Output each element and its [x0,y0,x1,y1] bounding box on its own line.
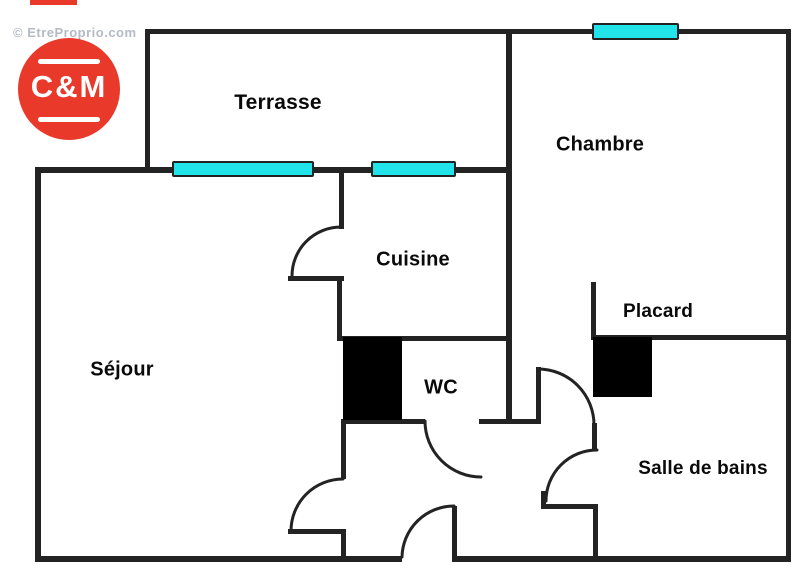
wall-entry-stub [452,506,457,558]
wall-sejour-inner-h [288,529,346,534]
chambre-window [592,23,679,40]
wall-bath-bottom [541,504,598,509]
wall-bottom-outer-right [452,556,791,562]
wall-chambre-left [506,29,512,422]
cuisine-door-arc [290,225,343,278]
wall-terrace-bottom-right [453,167,511,173]
wall-top-outer [145,29,791,34]
wall-sejour-inner-v [341,529,346,558]
wall-terrace-bottom-mid [311,167,374,173]
watermark-text: © EtreProprio.com [13,25,137,40]
logo-text: C&M [30,69,108,104]
wall-placard-stub [591,282,596,338]
wall-bath-stub-upper [536,367,541,421]
wall-wc-top [341,336,512,341]
room-label-cuisine: Cuisine [376,248,450,271]
wall-wc-left [337,279,342,341]
agency-logo: C&M [18,38,120,140]
wall-left-outer [35,167,41,562]
room-label-chambre: Chambre [555,133,645,156]
logo-line-bottom [38,117,100,122]
wc-door-arc [423,419,483,479]
room-label-salle-de-bains: Salle de bains [638,458,768,479]
wall-bottom-outer-left [35,556,402,562]
wall-right-outer [786,29,791,562]
room-label-sejour: Séjour [90,358,154,381]
wall-sejour-divider-lower [341,421,346,479]
wall-wc-bottom [341,419,425,424]
placard-duct-block [593,337,652,397]
terrace-window-2 [371,161,456,177]
terrace-window-1 [172,161,314,177]
top-red-bar [30,0,77,5]
bath-door-arc-lower [544,448,599,503]
wall-bath-stub-small [541,491,546,507]
sejour-door-arc [289,477,345,533]
wall-bath-right-lower [593,504,598,558]
wall-bath-right-upper [592,423,597,450]
wall-placard-bottom [591,335,789,340]
entry-door-arc [400,504,456,559]
bath-door-arc-upper [536,367,596,427]
wall-sejour-top [35,167,175,173]
wc-duct-block [343,337,402,420]
room-label-wc: WC [424,376,458,399]
wall-terrace-left [145,29,150,173]
room-label-terrasse: Terrasse [234,91,322,114]
room-label-placard: Placard [622,301,694,322]
wall-hall-top [479,419,541,424]
wall-cuisine-divider [339,171,344,229]
logo-line-top [38,59,100,64]
wall-cuisine-bottom [288,276,344,281]
